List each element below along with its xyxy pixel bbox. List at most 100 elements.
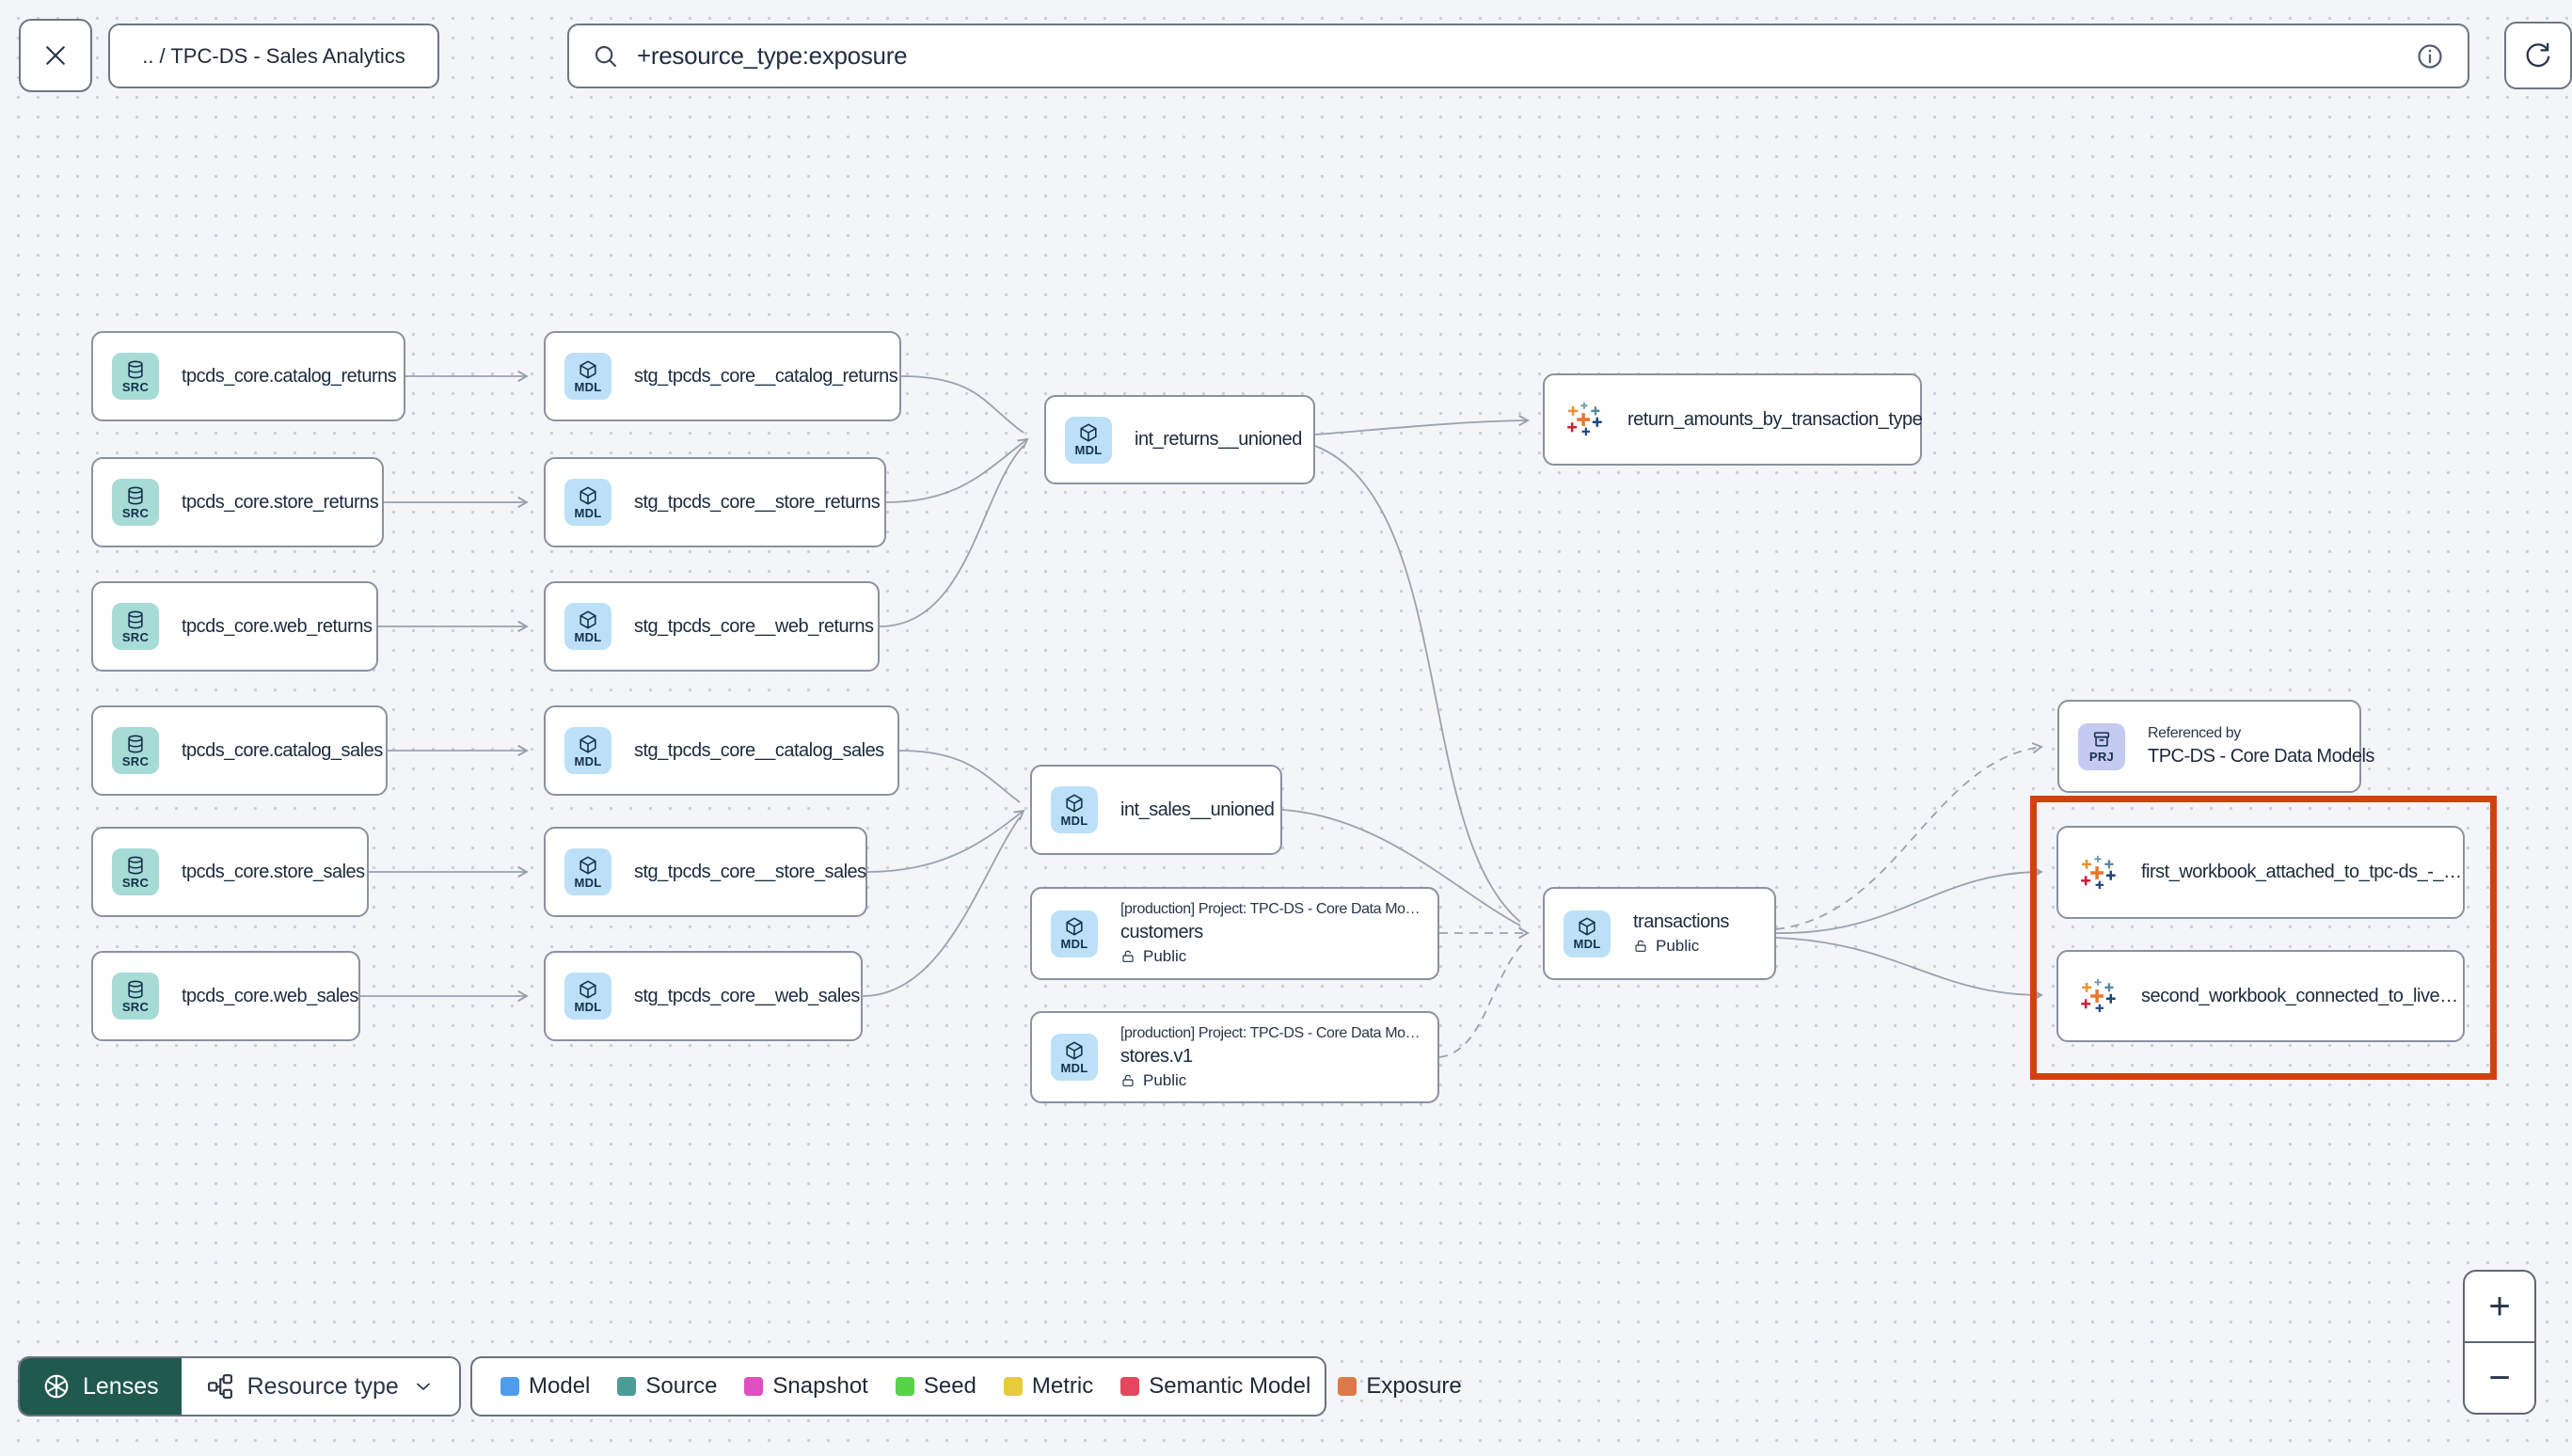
- source-badge-icon: SRC: [112, 479, 159, 526]
- database-icon: [128, 856, 143, 874]
- node-stg-tpcds-core-web-returns[interactable]: MDL stg_tpcds_core__web_returns: [544, 581, 880, 672]
- cube-icon: [1579, 917, 1596, 936]
- node-customers[interactable]: MDL [production] Project: TPC-DS - Core …: [1030, 887, 1439, 980]
- database-icon: [128, 360, 143, 378]
- node-src-tpcds-core-catalog-sales[interactable]: SRC tpcds_core.catalog_sales: [91, 705, 388, 796]
- node-int-sales-unioned[interactable]: MDL int_sales__unioned: [1030, 765, 1282, 855]
- cube-icon: [579, 735, 596, 752]
- cube-icon: [1066, 794, 1083, 812]
- node-stores-v1[interactable]: MDL [production] Project: TPC-DS - Core …: [1030, 1011, 1439, 1103]
- database-icon: [128, 980, 143, 998]
- node-stg-tpcds-core-store-returns[interactable]: MDL stg_tpcds_core__store_returns: [544, 457, 886, 547]
- legend-item-source: Source: [617, 1373, 717, 1400]
- close-button[interactable]: [19, 19, 92, 92]
- node-label: tpcds_core.catalog_returns: [182, 365, 397, 387]
- model-badge-icon: MDL: [564, 479, 611, 526]
- zoom-out-button[interactable]: −: [2465, 1341, 2534, 1413]
- breadcrumb-label: .. / TPC-DS - Sales Analytics: [142, 43, 405, 68]
- node-label: tpcds_core.catalog_sales: [182, 739, 383, 761]
- node-project-label: [production] Project: TPC-DS - Core Data…: [1120, 1024, 1421, 1041]
- model-badge-icon: MDL: [564, 973, 611, 1020]
- node-stg-tpcds-core-catalog-returns[interactable]: MDL stg_tpcds_core__catalog_returns: [544, 331, 901, 421]
- node-stg-tpcds-core-store-sales[interactable]: MDL stg_tpcds_core__store_sales: [544, 827, 867, 917]
- node-label: stg_tpcds_core__store_returns: [634, 491, 881, 513]
- aperture-icon: [44, 1374, 69, 1399]
- legend-item-snapshot: Snapshot: [744, 1373, 868, 1400]
- node-src-tpcds-core-catalog-returns[interactable]: SRC tpcds_core.catalog_returns: [91, 331, 405, 421]
- legend-item-exposure: Exposure: [1338, 1373, 1462, 1400]
- lenses-label: Lenses: [83, 1372, 159, 1400]
- model-badge-icon: MDL: [1051, 910, 1098, 957]
- access-row: Public: [1633, 937, 1729, 956]
- cube-icon: [579, 610, 596, 628]
- node-src-tpcds-core-store-returns[interactable]: SRC tpcds_core.store_returns: [91, 457, 384, 547]
- breadcrumb[interactable]: .. / TPC-DS - Sales Analytics: [108, 24, 439, 88]
- resource-type-legend: Model Source Snapshot Seed Metric Semant…: [470, 1356, 1462, 1416]
- cube-icon: [1066, 1041, 1083, 1059]
- source-color-swatch: [617, 1377, 637, 1396]
- node-exposure-return-amounts[interactable]: return_amounts_by_transaction_type: [1543, 373, 1923, 466]
- model-badge-icon: MDL: [564, 727, 611, 774]
- node-label: TPC-DS - Core Data Models: [2148, 746, 2374, 767]
- model-badge-icon: MDL: [564, 848, 611, 895]
- model-color-swatch: [500, 1377, 519, 1396]
- legend-item-model: Model: [500, 1373, 590, 1400]
- cube-icon: [579, 360, 596, 378]
- resource-type-label: Resource type: [246, 1372, 399, 1400]
- refresh-button[interactable]: [2504, 22, 2572, 89]
- source-badge-icon: SRC: [112, 353, 159, 400]
- source-badge-icon: SRC: [112, 727, 159, 774]
- node-label: return_amounts_by_transaction_type: [1627, 408, 1923, 430]
- tableau-icon: [2081, 855, 2116, 889]
- cube-icon: [1080, 423, 1097, 442]
- node-label: tpcds_core.store_sales: [182, 861, 365, 882]
- model-badge-icon: MDL: [1051, 1034, 1098, 1081]
- info-icon[interactable]: [2415, 41, 2445, 71]
- search-icon: [595, 45, 617, 67]
- zoom-in-button[interactable]: +: [2488, 1285, 2511, 1327]
- node-src-tpcds-core-web-returns[interactable]: SRC tpcds_core.web_returns: [91, 581, 378, 672]
- node-src-tpcds-core-store-sales[interactable]: SRC tpcds_core.store_sales: [91, 827, 369, 917]
- node-project-label: [production] Project: TPC-DS - Core Data…: [1120, 901, 1421, 917]
- lock-open-icon: [1122, 1074, 1134, 1086]
- node-transactions[interactable]: MDL transactions Public: [1543, 887, 1776, 980]
- node-label: int_returns__unioned: [1135, 429, 1302, 450]
- search-bar[interactable]: [567, 24, 2469, 88]
- snapshot-color-swatch: [744, 1377, 764, 1396]
- node-stg-tpcds-core-web-sales[interactable]: MDL stg_tpcds_core__web_sales: [544, 951, 863, 1041]
- close-icon: [46, 46, 65, 65]
- search-input[interactable]: [635, 40, 2400, 71]
- node-label: int_sales__unioned: [1120, 799, 1275, 820]
- node-exposure-first-workbook[interactable]: first_workbook_attached_to_tpc-ds_-_…: [2056, 826, 2465, 919]
- project-badge-icon: PRJ: [2078, 722, 2125, 770]
- cube-icon: [579, 980, 596, 998]
- node-label: tpcds_core.store_returns: [182, 491, 379, 513]
- lenses-button[interactable]: Lenses: [20, 1358, 182, 1415]
- exposure-color-swatch: [1338, 1377, 1357, 1396]
- node-label: second_workbook_connected_to_live…: [2141, 985, 2458, 1006]
- semantic-model-color-swatch: [1120, 1377, 1140, 1396]
- cube-icon: [1066, 917, 1083, 936]
- node-label: customers: [1120, 922, 1203, 942]
- node-label: stg_tpcds_core__catalog_sales: [634, 739, 884, 761]
- chevron-down-icon: [416, 1383, 430, 1390]
- access-row: Public: [1120, 1071, 1420, 1090]
- node-project-tpcds-core-data-models[interactable]: PRJ Referenced by TPC-DS - Core Data Mod…: [2057, 700, 2374, 793]
- node-stg-tpcds-core-catalog-sales[interactable]: MDL stg_tpcds_core__catalog_sales: [544, 705, 899, 796]
- node-int-returns-unioned[interactable]: MDL int_returns__unioned: [1044, 395, 1315, 484]
- node-exposure-second-workbook[interactable]: second_workbook_connected_to_live…: [2056, 950, 2465, 1042]
- source-badge-icon: SRC: [112, 973, 159, 1020]
- node-label: stg_tpcds_core__catalog_returns: [634, 365, 898, 387]
- model-badge-icon: MDL: [1564, 910, 1611, 957]
- lock-open-icon: [1122, 950, 1134, 962]
- node-src-tpcds-core-web-sales[interactable]: SRC tpcds_core.web_sales: [91, 951, 360, 1041]
- resource-type-dropdown[interactable]: Resource type: [181, 1358, 459, 1415]
- tableau-icon: [1567, 402, 1602, 436]
- model-badge-icon: MDL: [1051, 786, 1098, 833]
- source-badge-icon: SRC: [112, 603, 159, 650]
- footer-lens-control: Lenses Resource type: [18, 1356, 461, 1416]
- tableau-icon: [2081, 978, 2116, 1013]
- lock-open-icon: [1635, 940, 1646, 952]
